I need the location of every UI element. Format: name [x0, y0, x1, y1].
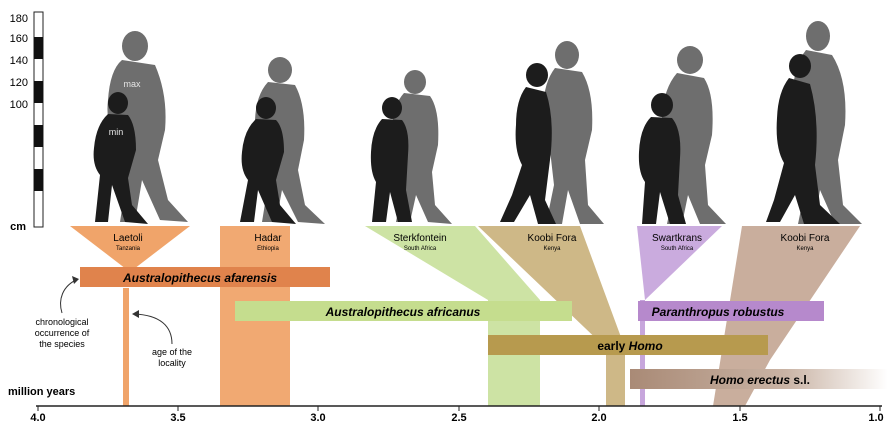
axis-tick-4.0: 4.0 — [30, 412, 45, 422]
scale-tick-180: 180 — [10, 13, 28, 25]
annotations: chronological occurrence of the species … — [35, 276, 192, 368]
locality-country-sterkfontein: South Africa — [404, 246, 437, 252]
scale-tick-160: 160 — [10, 33, 28, 45]
annotation-chronological-3: the species — [39, 339, 85, 349]
scale-tick-100: 100 — [10, 99, 28, 111]
height-scale: 180 160 140 120 100 cm — [10, 12, 43, 233]
locality-name-koobi-fora-1: Koobi Fora — [528, 233, 577, 244]
locality-name-hadar: Hadar — [254, 233, 282, 244]
scale-tick-140: 140 — [10, 55, 28, 67]
locality-country-swartkrans: South Africa — [661, 246, 694, 252]
annotation-arrow-chronological — [61, 279, 78, 313]
label-afarensis: Australopithecus afarensis — [122, 271, 277, 285]
axis-tick-2.5: 2.5 — [451, 412, 466, 422]
band-laetoli — [123, 288, 129, 406]
label-paranthropus: Paranthropus robustus — [652, 305, 785, 319]
locality-country-laetoli: Tanzania — [116, 246, 141, 252]
label-homo-erectus-italic: Homo erectus — [710, 373, 790, 387]
axis-tick-2.0: 2.0 — [591, 412, 606, 422]
label-early-homo-italic: Homo — [629, 339, 663, 353]
locality-country-koobi-fora-1: Kenya — [543, 246, 561, 252]
figure-max-4 — [543, 41, 604, 224]
hominin-figures: max min — [94, 21, 862, 224]
locality-name-koobi-fora-2: Koobi Fora — [781, 233, 830, 244]
locality-name-sterkfontein: Sterkfontein — [393, 233, 446, 244]
label-homo-erectus-suffix: s.l. — [790, 373, 810, 387]
scale-unit-label: cm — [10, 221, 26, 233]
label-africanus: Australopithecus africanus — [325, 305, 481, 319]
annotation-age-1: age of the — [152, 347, 192, 357]
locality-name-laetoli: Laetoli — [113, 233, 142, 244]
annotation-chronological-1: chronological — [35, 317, 88, 327]
figure-label-max: max — [123, 79, 141, 89]
locality-country-hadar: Ethiopia — [257, 246, 279, 252]
locality-name-swartkrans: Swartkrans — [652, 233, 702, 244]
label-homo-erectus: Homo erectus s.l. — [710, 373, 810, 387]
axis-tick-3.0: 3.0 — [310, 412, 325, 422]
label-early-homo: early Homo — [597, 339, 662, 353]
annotation-age-2: locality — [158, 358, 186, 368]
axis-tick-1.0: 1.0 — [868, 412, 883, 422]
axis-label: million years — [8, 386, 75, 398]
axis-tick-3.5: 3.5 — [170, 412, 185, 422]
annotation-arrowhead-age — [132, 310, 139, 318]
locality-country-koobi-fora-2: Kenya — [796, 246, 814, 252]
annotation-chronological-2: occurrence of — [35, 328, 90, 338]
label-early-homo-prefix: early — [597, 339, 628, 353]
annotation-arrow-age — [134, 314, 172, 344]
figure-label-min: min — [109, 127, 124, 137]
annotation-arrowhead-chronological — [72, 276, 79, 284]
scale-tick-120: 120 — [10, 77, 28, 89]
axis-tick-1.5: 1.5 — [732, 412, 747, 422]
